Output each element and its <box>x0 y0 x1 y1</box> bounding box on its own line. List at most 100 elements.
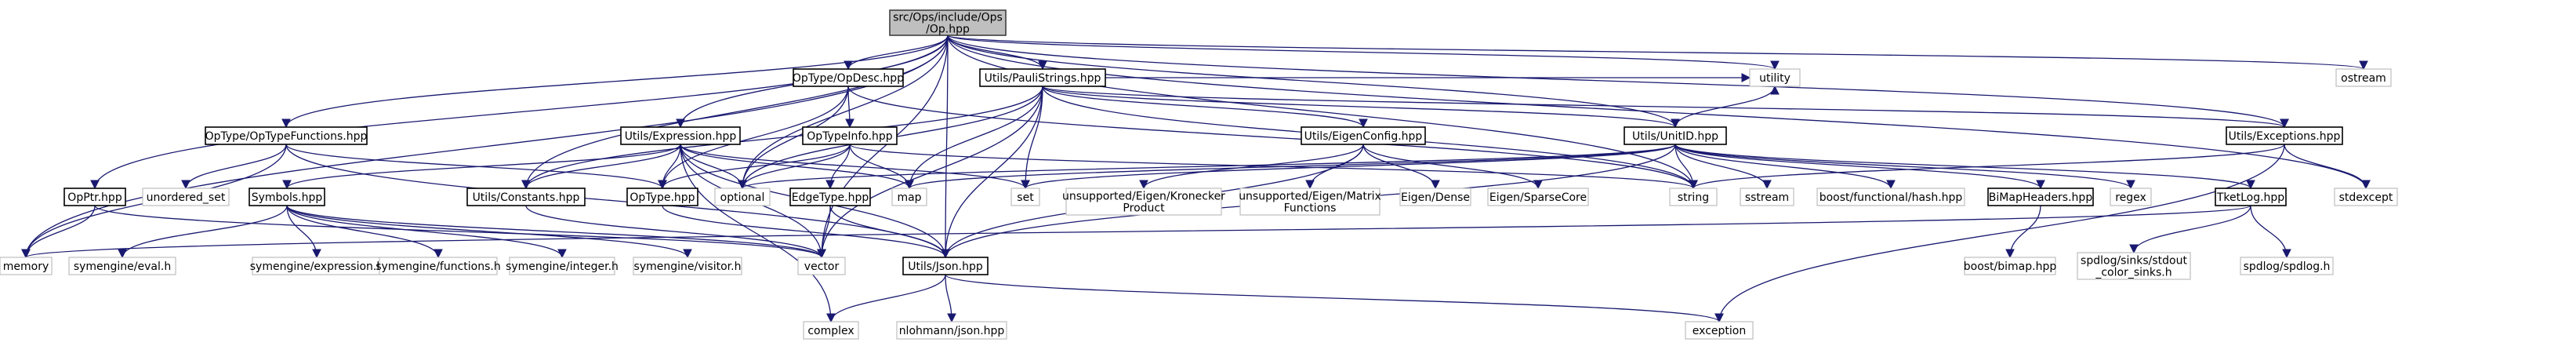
node-symvisit: symengine/visitor.h <box>633 257 742 275</box>
edge-root-to-opfuncs <box>281 35 949 129</box>
node-edgetype-label: EdgeType.hpp <box>792 191 869 204</box>
node-symbols[interactable]: Symbols.hpp <box>249 188 325 206</box>
edge-opdesc-to-string <box>847 86 1698 190</box>
node-matrixfunc-box <box>1239 188 1381 216</box>
edge-unitid-to-bimap <box>1674 144 2045 190</box>
node-eigenconfig-box <box>1301 126 1426 145</box>
node-eigendense-label: Eigen/Dense <box>1401 191 1470 204</box>
node-memory-box <box>0 257 53 275</box>
node-optional: optional <box>714 188 771 206</box>
edge-unitid-to-hash <box>1674 144 1896 190</box>
node-sparsecore-label: Eigen/SparseCore <box>1489 191 1587 204</box>
node-constants[interactable]: Utils/Constants.hpp <box>466 188 586 206</box>
edge-unitid-to-sstream <box>1674 144 1772 190</box>
node-complex-box <box>803 321 859 340</box>
node-spdlogsinks-label: _color_sinks.h <box>2095 267 2171 279</box>
node-symvisit-label: symengine/visitor.h <box>634 260 742 273</box>
edge-json-to-complex <box>826 274 946 323</box>
edge-symbols-to-symfunc <box>286 205 443 259</box>
node-hash-box <box>1816 188 1965 206</box>
node-opfuncs-box <box>205 126 368 145</box>
node-ostream-label: ostream <box>2341 72 2386 85</box>
node-boostbimap: boost/bimap.hpp <box>1964 257 2056 275</box>
node-hash-label: boost/functional/hash.hpp <box>1820 191 1963 204</box>
node-regex-label: regex <box>2115 191 2146 204</box>
edge-tketlog-to-spdlog <box>2250 205 2291 259</box>
edge-eigenconfig-to-kronecker <box>1139 144 1364 190</box>
node-eigendense-box <box>1399 188 1471 206</box>
edge-root-to-stdexcept <box>947 35 2371 190</box>
edge-optypeinfo-to-string <box>849 144 1698 190</box>
node-opptr[interactable]: OpPtr.hpp <box>63 188 126 206</box>
node-exception-box <box>1685 321 1754 340</box>
node-exception: exception <box>1685 321 1754 340</box>
node-optype-label: OpType.hpp <box>629 191 695 204</box>
node-spdlog-label: spdlog/spdlog.h <box>2244 260 2331 273</box>
node-symexpr: symengine/expression.h <box>250 257 383 275</box>
edge-pauli-to-constants <box>521 86 1043 190</box>
edge-symbols-to-vector <box>286 205 826 259</box>
node-hash: boost/functional/hash.hpp <box>1816 188 1965 206</box>
node-opfuncs-label: OpType/OpTypeFunctions.hpp <box>205 130 368 143</box>
node-root-box <box>889 9 1007 36</box>
node-optypeinfo[interactable]: OpTypeInfo.hpp <box>802 126 898 145</box>
node-unitid-box <box>1624 126 1727 145</box>
node-eval: symengine/eval.h <box>68 257 176 275</box>
edge-root-to-exceptions <box>947 35 2289 129</box>
node-opdesc-box <box>793 68 904 87</box>
edge-unitid-to-map <box>905 144 1676 190</box>
node-utility: utility <box>1749 68 1801 87</box>
node-pauli[interactable]: Utils/PauliStrings.hpp <box>979 68 1106 87</box>
node-set-box <box>1010 188 1040 206</box>
edge-root-to-string <box>947 35 1698 190</box>
edge-json-to-exception <box>945 274 1724 323</box>
node-root[interactable]: src/Ops/include/Ops/Op.hpp <box>889 9 1007 36</box>
node-matrixfunc-label: Functions <box>1284 202 1337 215</box>
node-matrixfunc-label: unsupported/Eigen/Matrix <box>1239 191 1381 203</box>
node-root-label: src/Ops/include/Ops <box>893 12 1003 24</box>
node-map-box <box>891 188 927 206</box>
node-expression[interactable]: Utils/Expression.hpp <box>620 126 741 145</box>
node-regex-box <box>2110 188 2152 206</box>
edge-root-to-json <box>941 35 950 259</box>
node-spdlogsinks-box <box>2077 252 2191 280</box>
node-exceptions[interactable]: Utils/Exceptions.hpp <box>2226 126 2343 145</box>
edge-optype-to-json <box>662 205 950 259</box>
node-symvisit-box <box>633 257 742 275</box>
edge-json-to-nlohmann <box>945 274 956 323</box>
node-json-box <box>902 257 989 275</box>
edge-symbols-to-symint <box>286 205 567 259</box>
node-sstream-box <box>1740 188 1794 206</box>
node-spdlog-box <box>2240 257 2334 275</box>
node-regex: regex <box>2110 188 2152 206</box>
edge-constants-to-vector <box>525 205 826 259</box>
node-json[interactable]: Utils/Json.hpp <box>902 257 989 275</box>
node-stdexcept-label: stdexcept <box>2339 191 2393 204</box>
edge-expression-to-symbols <box>282 144 681 190</box>
node-tketlog[interactable]: TketLog.hpp <box>2215 188 2287 206</box>
node-boostbimap-box <box>1964 257 2056 275</box>
edge-unitid-to-regex <box>1674 144 2135 190</box>
node-optypeinfo-label: OpTypeInfo.hpp <box>807 130 893 143</box>
node-optype-box <box>626 188 698 206</box>
node-bimap[interactable]: BiMapHeaders.hpp <box>1987 188 2094 206</box>
node-nlohmann-label: nlohmann/json.hpp <box>899 325 1005 337</box>
edge-optypeinfo-to-optype <box>658 144 851 190</box>
node-symfunc: symengine/functions.h <box>376 257 501 275</box>
node-sstream: sstream <box>1740 188 1794 206</box>
node-opfuncs[interactable]: OpType/OpTypeFunctions.hpp <box>205 126 368 145</box>
node-sparsecore: Eigen/SparseCore <box>1487 188 1589 206</box>
edge-pauli-to-unitid <box>1042 86 1680 129</box>
node-optype[interactable]: OpType.hpp <box>626 188 698 206</box>
node-edgetype[interactable]: EdgeType.hpp <box>789 188 871 206</box>
node-eigenconfig[interactable]: Utils/EigenConfig.hpp <box>1301 126 1426 145</box>
node-unitid[interactable]: Utils/UnitID.hpp <box>1624 126 1727 145</box>
node-root-label: /Op.hpp <box>926 24 970 36</box>
edge-opdesc-to-optional <box>738 86 849 190</box>
node-spdlogsinks: spdlog/sinks/stdout_color_sinks.h <box>2077 252 2191 280</box>
node-opdesc[interactable]: OpType/OpDesc.hpp <box>793 68 904 87</box>
node-constants-label: Utils/Constants.hpp <box>473 191 580 204</box>
node-optional-box <box>714 188 771 206</box>
node-spdlogsinks-label: spdlog/sinks/stdout <box>2081 255 2187 268</box>
